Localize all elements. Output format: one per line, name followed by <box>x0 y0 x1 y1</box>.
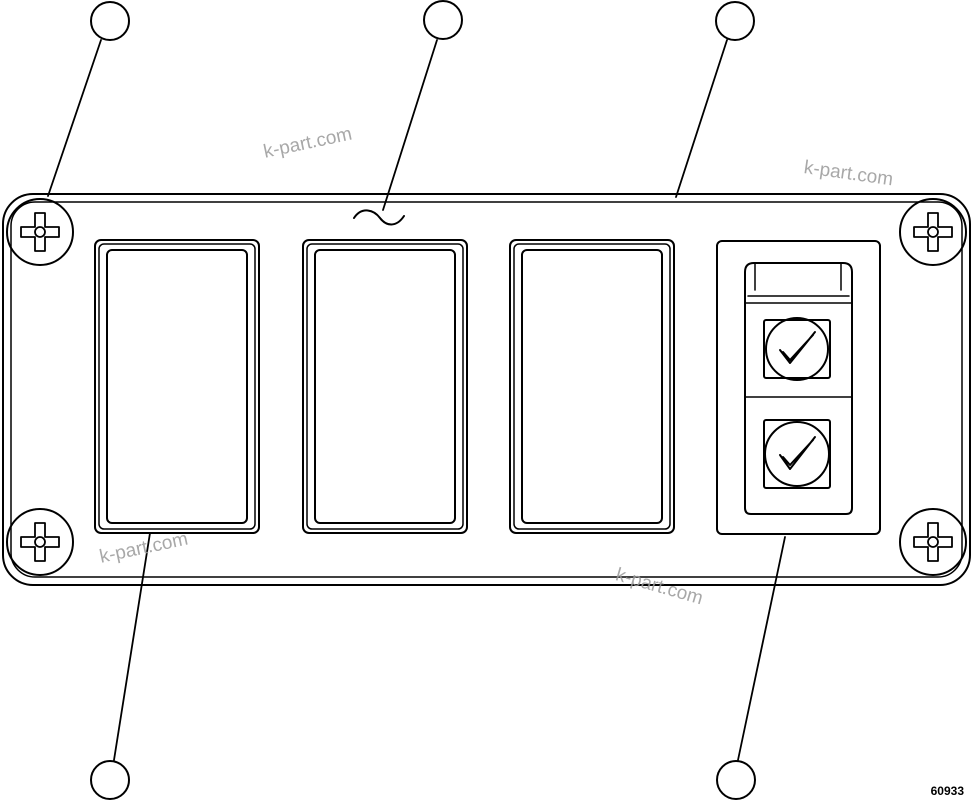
leader-line-2 <box>382 39 438 211</box>
callout-balloon-4 <box>90 760 130 800</box>
indicator-module <box>716 240 881 535</box>
indicator-window-lower <box>763 419 831 489</box>
check-circle-icon <box>765 317 829 381</box>
leader-line-1 <box>47 39 102 197</box>
indicator-tab <box>744 262 853 304</box>
callout-balloon-5 <box>716 760 756 800</box>
panel-outer <box>2 193 971 586</box>
leader-line-3 <box>675 39 728 198</box>
screw-icon <box>6 508 74 576</box>
rocker-switch-1 <box>94 239 260 534</box>
rocker-switch-2 <box>302 239 468 534</box>
panel-inner <box>10 201 963 578</box>
callout-balloons <box>90 0 756 800</box>
panel <box>2 193 971 586</box>
callout-balloon-2 <box>423 0 463 40</box>
leader-lines <box>47 39 786 761</box>
callout-balloon-3 <box>715 1 755 41</box>
callout-balloon-1 <box>90 1 130 41</box>
indicator-bezel <box>716 240 881 535</box>
leader-line-4 <box>113 532 151 761</box>
figure-number: 60933 <box>930 784 964 798</box>
rocker-switch-3 <box>509 239 675 534</box>
indicator-window-upper <box>763 319 831 379</box>
check-circle-icon <box>764 421 830 487</box>
screw-icon <box>899 198 967 266</box>
leader-line-5 <box>737 536 786 761</box>
screw-icon <box>6 198 74 266</box>
screw-icon <box>899 508 967 576</box>
indicator-housing <box>744 262 853 515</box>
break-symbol <box>353 209 405 226</box>
